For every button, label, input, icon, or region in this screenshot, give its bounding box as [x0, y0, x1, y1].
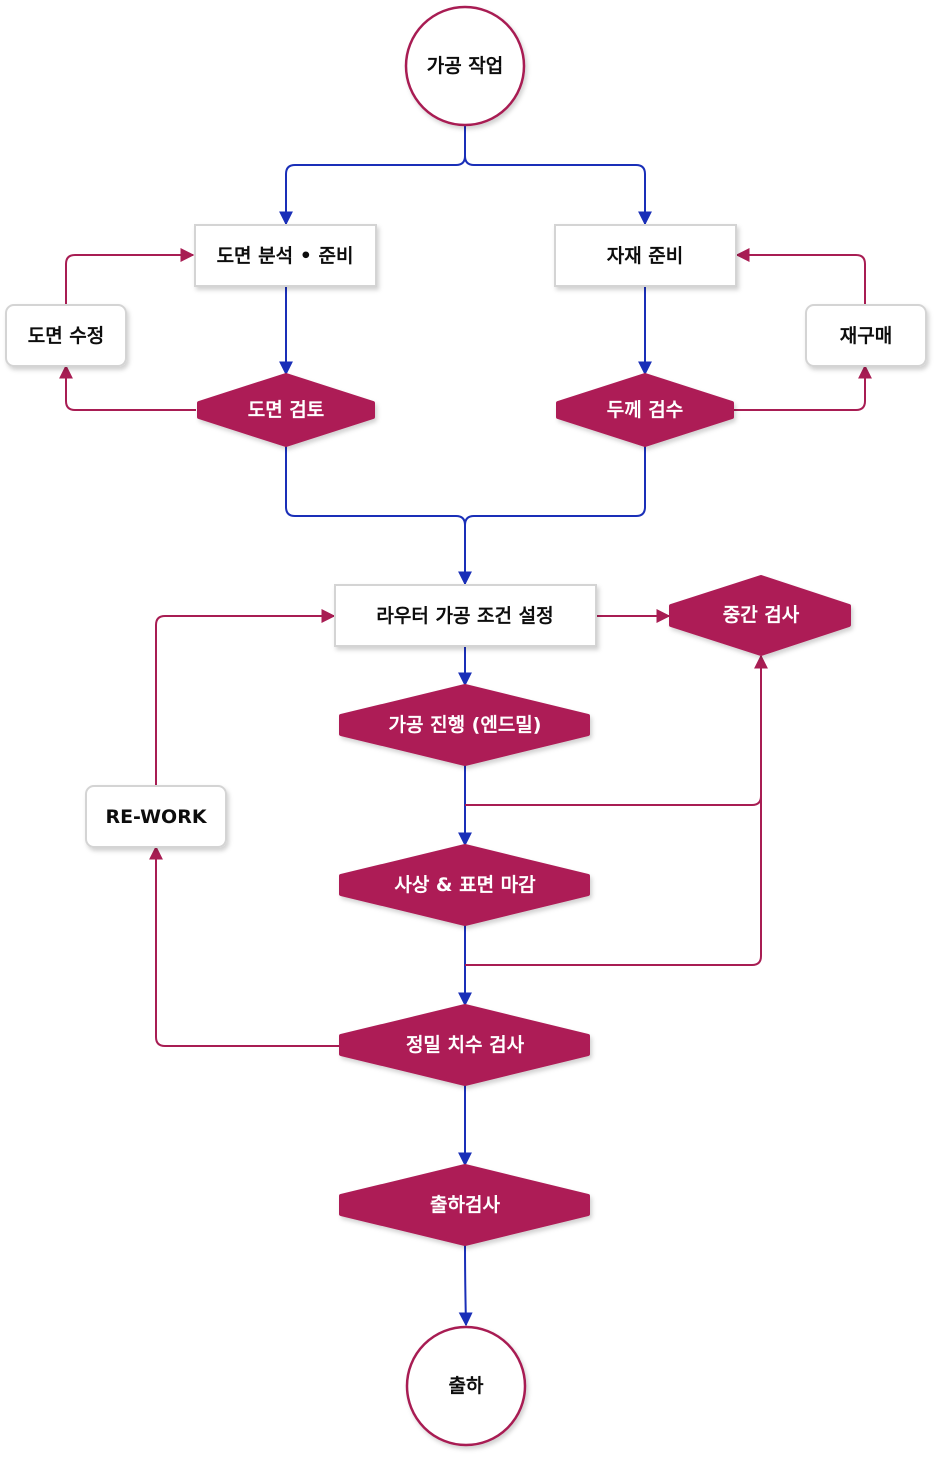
dimension-check-diamond: 정밀 치수 검사 — [339, 1004, 590, 1086]
edge-repurchase-to-material-prep — [735, 248, 866, 304]
shipping-inspection-label: 출하검사 — [430, 1194, 500, 1216]
finishing-diamond: 사상 & 표면 마감 — [339, 844, 590, 926]
machining-diamond: 가공 진행 (엔드밀) — [339, 684, 590, 766]
edge-dimension-check-to-rework — [149, 845, 342, 1047]
edge-start-to-drawing-analysis — [279, 126, 466, 226]
mid-inspection-label: 중간 검사 — [723, 604, 800, 626]
drawing-analysis-box: 도면 분석 • 준비 — [194, 224, 377, 287]
edge-rework-to-router-setup — [155, 609, 336, 785]
end-node-label: 출하 — [449, 1375, 484, 1397]
drawing-analysis-label: 도면 분석 • 준비 — [217, 245, 354, 267]
edge-drawing-fix-to-analysis — [65, 248, 195, 304]
material-prep-label: 자재 준비 — [607, 245, 684, 267]
edge-finishing-to-mid-inspection — [465, 796, 762, 966]
repurchase-label: 재구매 — [840, 325, 892, 347]
drawing-review-diamond: 도면 검토 — [197, 373, 375, 447]
edge-review-to-drawing-fix — [59, 364, 196, 411]
rework-box: RE-WORK — [85, 785, 227, 848]
edge-shipping-to-end — [458, 1244, 473, 1327]
start-node: 가공 작업 — [404, 5, 526, 127]
router-setup-box: 라우터 가공 조건 설정 — [334, 584, 597, 647]
drawing-review-label: 도면 검토 — [248, 399, 325, 421]
router-setup-label: 라우터 가공 조건 설정 — [376, 605, 553, 627]
start-node-label: 가공 작업 — [427, 55, 504, 77]
edge-start-to-material-prep — [464, 155, 652, 226]
thickness-check-label: 두께 검수 — [607, 399, 684, 421]
drawing-fix-label: 도면 수정 — [28, 325, 105, 347]
end-node: 출하 — [405, 1325, 527, 1447]
shipping-inspection-diamond: 출하검사 — [339, 1164, 590, 1246]
machining-label: 가공 진행 (엔드밀) — [389, 714, 542, 736]
edge-thickness-to-router-setup — [464, 446, 646, 526]
thickness-check-diamond: 두께 검수 — [556, 373, 734, 447]
dimension-check-label: 정밀 치수 검사 — [406, 1034, 525, 1056]
rework-label: RE-WORK — [105, 806, 207, 828]
edge-thickness-to-repurchase — [734, 364, 872, 411]
drawing-fix-box: 도면 수정 — [5, 304, 127, 367]
material-prep-box: 자재 준비 — [554, 224, 737, 287]
connectors — [59, 126, 872, 1327]
mid-inspection-diamond: 중간 검사 — [669, 575, 851, 656]
repurchase-box: 재구매 — [805, 304, 927, 367]
edge-review-to-router-setup — [285, 446, 472, 586]
finishing-label: 사상 & 표면 마감 — [394, 874, 536, 896]
